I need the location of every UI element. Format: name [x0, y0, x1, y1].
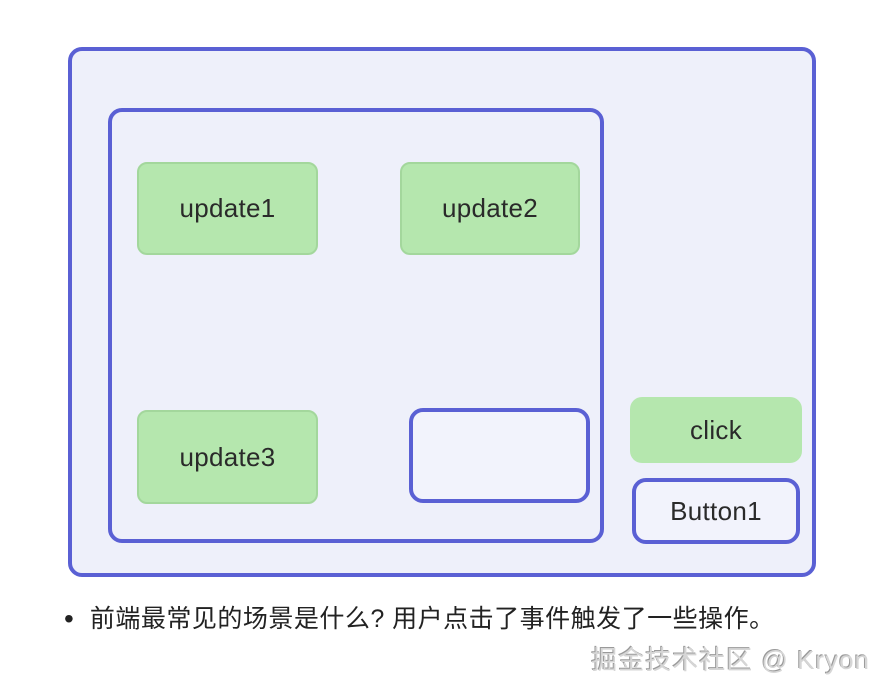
node-update2: update2: [400, 162, 580, 255]
caption-text: 前端最常见的场景是什么? 用户点击了事件触发了一些操作。: [89, 605, 775, 633]
node-button1: Button1: [632, 478, 800, 544]
watermark-text: 掘金技术社区 @ Kryon: [591, 645, 870, 675]
node-update3: update3: [137, 410, 318, 504]
caption-line: • 前端最常见的场景是什么? 用户点击了事件触发了一些操作。: [64, 602, 864, 636]
bullet-point: •: [64, 603, 74, 634]
node-empty-box: [409, 408, 590, 503]
node-update1: update1: [137, 162, 318, 255]
node-click: click: [630, 397, 802, 463]
